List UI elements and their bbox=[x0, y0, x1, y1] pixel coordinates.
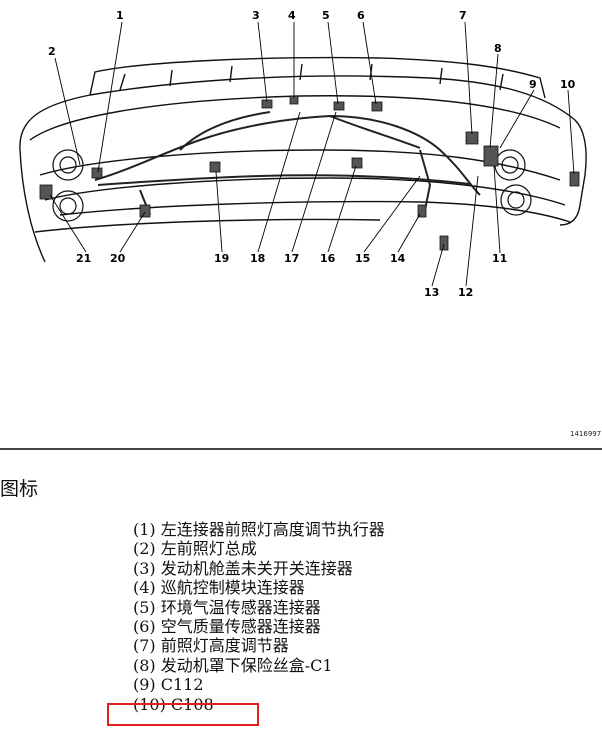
callout-2: 2 bbox=[48, 45, 56, 58]
headlamp-rounds bbox=[52, 149, 532, 222]
figure-id: 1416997 bbox=[570, 430, 602, 438]
callout-11: 11 bbox=[492, 252, 507, 265]
callout-1: 1 bbox=[116, 9, 124, 22]
callout-16: 16 bbox=[320, 252, 336, 265]
callout-6: 6 bbox=[357, 9, 365, 22]
callout-8: 8 bbox=[494, 42, 502, 55]
legend-item-7: (7) 前照灯高度调节器 bbox=[133, 636, 289, 656]
bumper-outline bbox=[19, 56, 587, 263]
legend-item-6: (6) 空气质量传感器连接器 bbox=[133, 616, 321, 636]
legend-item-4: (4) 巡航控制模块连接器 bbox=[133, 578, 305, 598]
callout-13: 13 bbox=[424, 286, 439, 299]
callout-3: 3 bbox=[252, 9, 260, 22]
callout-14: 14 bbox=[390, 252, 406, 265]
callout-15: 15 bbox=[355, 252, 370, 265]
legend-item-5: (5) 环境气温传感器连接器 bbox=[133, 597, 321, 617]
legend-item-8: (8) 发动机罩下保险丝盒-C1 bbox=[133, 655, 333, 675]
legend-item-1: (1) 左连接器前照灯高度调节执行器 bbox=[133, 520, 385, 539]
callout-20: 20 bbox=[110, 252, 126, 265]
callout-4: 4 bbox=[288, 9, 296, 22]
connectors bbox=[39, 95, 580, 251]
callout-18: 18 bbox=[250, 252, 265, 265]
legend-heading: 图标 bbox=[0, 478, 39, 500]
callout-19: 19 bbox=[214, 252, 229, 265]
divider bbox=[0, 448, 602, 450]
legend-item-2: (2) 左前照灯总成 bbox=[133, 539, 257, 559]
callout-21: 21 bbox=[76, 252, 91, 265]
leader-lines bbox=[49, 21, 575, 287]
legend-list: (1) 左连接器前照灯高度调节执行器 (2) 左前照灯总成 (3) 发动机舱盖未… bbox=[133, 520, 385, 714]
legend-item-3: (3) 发动机舱盖未关开关连接器 bbox=[133, 558, 353, 578]
callout-9: 9 bbox=[529, 78, 537, 91]
callout-7: 7 bbox=[459, 9, 467, 22]
legend-item-9: (9) C112 bbox=[133, 675, 204, 695]
wiring-harness-diagram: 1 2 3 4 5 6 7 8 9 10 11 12 13 14 15 16 1… bbox=[19, 9, 587, 299]
callout-12: 12 bbox=[458, 286, 473, 299]
callout-numbers: 1 2 3 4 5 6 7 8 9 10 11 12 13 14 15 16 1… bbox=[48, 9, 576, 299]
callout-5: 5 bbox=[322, 9, 330, 22]
harness-lines bbox=[94, 111, 481, 216]
highlight-box bbox=[107, 703, 259, 726]
callout-17: 17 bbox=[284, 252, 299, 265]
callout-10: 10 bbox=[560, 78, 576, 91]
